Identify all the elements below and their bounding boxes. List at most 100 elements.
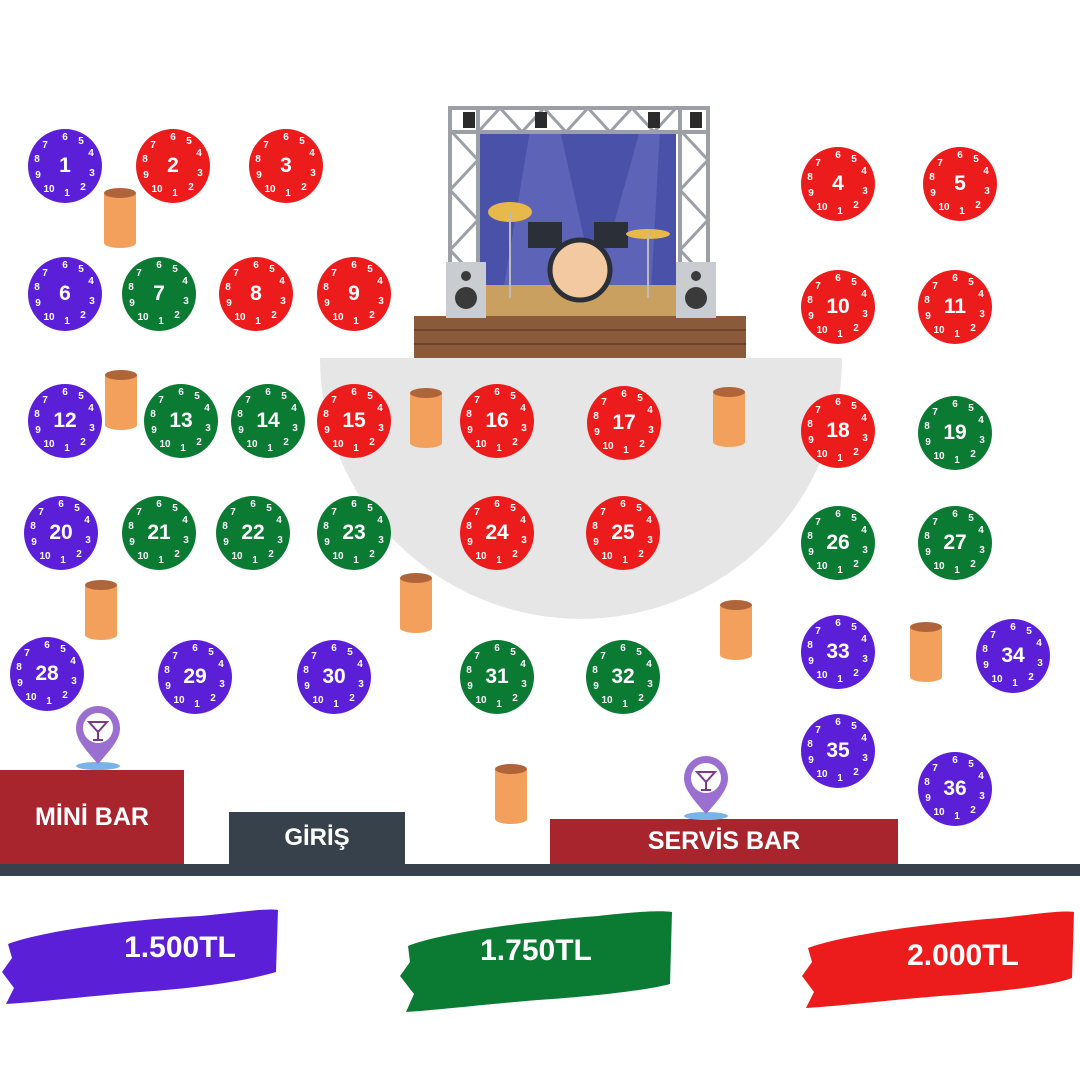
seat-number: 4 — [978, 415, 984, 426]
seat-number: 5 — [266, 503, 272, 514]
table-number: 28 — [35, 662, 59, 685]
seat-number: 7 — [42, 395, 48, 406]
seat-number: 8 — [807, 739, 813, 750]
table-number: 29 — [183, 665, 207, 688]
seat-number: 9 — [31, 537, 37, 548]
seat-number: 2 — [76, 549, 82, 560]
seat-number: 1 — [194, 699, 200, 710]
seat-number: 7 — [937, 158, 943, 169]
table-number: 22 — [241, 521, 265, 544]
seat-number: 1 — [285, 188, 291, 199]
seat-number: 1 — [353, 316, 359, 327]
seat-number: 1 — [954, 565, 960, 576]
seat-number: 3 — [862, 545, 868, 556]
seat-number: 6 — [952, 273, 958, 284]
seat-number: 5 — [851, 401, 857, 412]
seat-number: 9 — [304, 681, 310, 692]
seat-number: 8 — [929, 172, 935, 183]
seat-number: 4 — [861, 166, 867, 177]
table-number: 34 — [1001, 644, 1025, 667]
seat-number: 6 — [835, 717, 841, 728]
seat-number: 6 — [952, 509, 958, 520]
seat-number: 2 — [975, 200, 981, 211]
seat-number: 3 — [647, 535, 653, 546]
seat-number: 10 — [816, 202, 828, 213]
table-number: 32 — [611, 665, 635, 688]
seat-number: 2 — [80, 182, 86, 193]
seat-number: 6 — [351, 499, 357, 510]
table-number: 7 — [153, 282, 165, 305]
cocktail-pin-icon — [684, 756, 728, 820]
seat-number: 8 — [16, 662, 22, 673]
seat-number: 2 — [639, 439, 645, 450]
seat-number: 1 — [46, 696, 52, 707]
table-number: 14 — [256, 409, 280, 432]
seat-number: 3 — [280, 296, 286, 307]
seat-number: 3 — [979, 791, 985, 802]
seat-number: 4 — [70, 656, 76, 667]
seat-number: 2 — [970, 323, 976, 334]
seat-number: 5 — [367, 264, 373, 275]
seat-number: 8 — [924, 531, 930, 542]
seat-number: 10 — [43, 184, 55, 195]
seat-number: 8 — [222, 521, 228, 532]
seat-number: 10 — [173, 695, 185, 706]
seat-number: 5 — [973, 154, 979, 165]
seat-number: 8 — [924, 421, 930, 432]
seat-number: 5 — [637, 393, 643, 404]
seat-number: 7 — [42, 140, 48, 151]
seat-number: 10 — [816, 670, 828, 681]
seat-number: 4 — [377, 515, 383, 526]
seat-number: 9 — [925, 311, 931, 322]
seat-number: 2 — [210, 693, 216, 704]
seat-number: 8 — [323, 282, 329, 293]
seat-number: 3 — [378, 296, 384, 307]
seat-number: 4 — [204, 403, 210, 414]
seat-number: 6 — [250, 499, 256, 510]
seat-number: 5 — [74, 503, 80, 514]
floor-line — [0, 864, 1080, 876]
seat-number: 3 — [292, 423, 298, 434]
seat-number: 1 — [837, 773, 843, 784]
seat-number: 5 — [367, 391, 373, 402]
stool — [400, 573, 432, 633]
seat-number: 10 — [816, 325, 828, 336]
seat-number: 2 — [349, 693, 355, 704]
